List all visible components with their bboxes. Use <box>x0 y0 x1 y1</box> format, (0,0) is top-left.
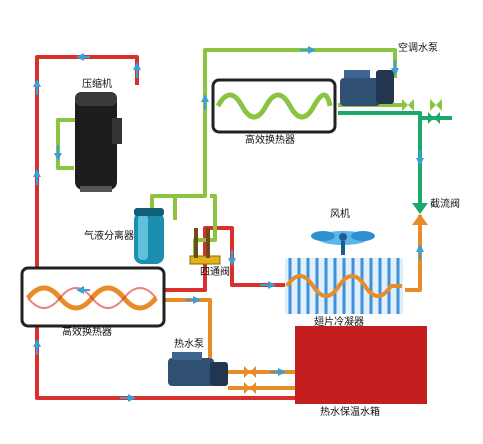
compressor <box>75 92 122 192</box>
top-heat-exchanger-label: 高效换热器 <box>245 135 295 146</box>
throttle-valve-label: 截流阀 <box>430 199 460 210</box>
fan-label: 风机 <box>330 209 350 220</box>
teal-valve <box>428 112 440 124</box>
four-way-valve-label: 四通阀 <box>200 267 230 278</box>
green-valve <box>402 99 442 111</box>
hot-water-valves <box>244 366 256 394</box>
insulated-tank-label: 热水保温水箱 <box>320 407 380 418</box>
throttle-valve <box>412 203 428 225</box>
ac-water-pump <box>340 70 394 106</box>
hot-water-pump <box>168 352 228 386</box>
teal-water-pipes <box>338 111 452 205</box>
compressor-label: 压缩机 <box>82 79 112 90</box>
fin-condenser <box>285 258 403 314</box>
bottom-heat-exchanger-label: 高效换热器 <box>62 327 112 338</box>
top-heat-exchanger <box>211 78 337 134</box>
ac-water-pump-label: 空调水泵 <box>398 43 438 54</box>
gas-liquid-separator-label: 气液分离器 <box>84 231 134 242</box>
hot-water-pump-label: 热水泵 <box>174 339 204 350</box>
fan <box>311 231 375 255</box>
gas-liquid-separator <box>134 208 164 264</box>
fin-condenser-label: 翅片冷凝器 <box>314 317 364 328</box>
bottom-heat-exchanger <box>20 266 166 328</box>
insulated-water-tank <box>295 326 427 404</box>
flow-arrows <box>33 46 424 402</box>
four-way-valve <box>189 228 221 265</box>
